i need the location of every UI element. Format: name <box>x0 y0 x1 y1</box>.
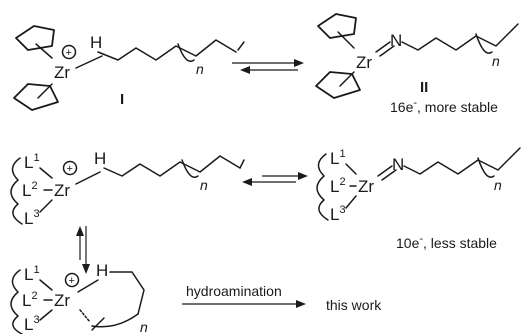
zirconium-atom-four: Zr <box>358 177 374 196</box>
coordinated-alkene-five <box>91 313 139 328</box>
ligand-atom-l3-four: L3 <box>330 204 346 224</box>
coordinated-alkene-double-five <box>91 317 105 331</box>
zirconium-atom-three: Zr <box>54 181 70 200</box>
zr-n-bond <box>75 55 103 69</box>
cp-zr-bond-top-two <box>337 31 355 49</box>
terminal-alkene-one <box>237 41 245 51</box>
ligand-atom-l2-four: L2 <box>330 176 346 196</box>
compound-four: L1 L2 L3 Zr N n 10e-, less stable <box>316 147 521 251</box>
l3-zr-bond <box>39 199 53 213</box>
chain-index-five: n <box>140 319 148 334</box>
zirconium-atom: Zr <box>54 63 70 82</box>
positive-charge-sign-three: + <box>67 163 73 175</box>
positive-charge-sign-five: + <box>69 275 75 287</box>
ligand-atom-l3-five: L3 <box>24 314 40 334</box>
cyclopentadienyl-ring-bottom <box>13 83 59 111</box>
zirconium-atom-two: Zr <box>356 53 372 72</box>
ligand-backbone-five <box>10 269 23 334</box>
cyclopentadienyl-ring-top-two <box>317 13 357 39</box>
zr-n-bond-three <box>75 171 101 185</box>
zr-n-bond-five <box>77 279 99 293</box>
chain-bracket-four <box>477 157 495 178</box>
terminal-alkene-four <box>513 147 521 155</box>
compound-two: Zr N n II 16e-, more stable <box>315 13 519 115</box>
chain-bracket-three <box>181 159 199 178</box>
l1-zr-bond-four <box>345 163 357 175</box>
stability-note-four: 10e-, less stable <box>396 233 497 251</box>
amine-h-atom-three: H <box>94 149 106 168</box>
positive-charge-symbol <box>61 44 77 60</box>
equilibrium-arrows-top <box>232 59 304 74</box>
alkenyl-chain-two <box>401 29 513 51</box>
l1-zr-bond <box>39 167 53 179</box>
ligand-atom-l2: L2 <box>22 180 38 200</box>
ligand-atom-l3: L3 <box>24 208 40 228</box>
chain-bracket-one <box>177 43 195 62</box>
ligand-atom-l1-four: L1 <box>330 148 346 168</box>
chain-index-two: n <box>492 53 500 69</box>
ligand-atom-l1-five: L1 <box>24 264 40 284</box>
cp-zr-bond-top <box>35 43 53 59</box>
ligand-atom-l1: L1 <box>24 152 40 172</box>
imido-n-atom-four: N <box>392 155 404 174</box>
ligand-backbone-four <box>316 153 329 221</box>
l3-zr-bond-five <box>39 309 53 321</box>
cyclopentadienyl-ring-bottom-two <box>315 71 361 99</box>
hydroamination-step: hydroamination this work <box>182 283 382 313</box>
forward-arrowhead-middle <box>298 172 308 180</box>
compound-label-one: I <box>120 91 124 108</box>
stability-note-two: 16e-, more stable <box>390 97 498 115</box>
positive-charge-symbol-three <box>62 160 78 176</box>
zr-alkene-dashed-interaction <box>79 309 91 323</box>
cyclopentadienyl-ring-top <box>15 25 55 51</box>
compound-three: L1 L2 L3 Zr + H n <box>10 149 245 228</box>
product-text: this work <box>326 297 382 313</box>
amine-h-atom: H <box>90 33 102 52</box>
imido-n-atom: N <box>390 31 402 50</box>
amine-h-atom-five: H <box>96 261 108 280</box>
forward-arrowhead-top <box>294 59 304 67</box>
zr-n-double-bond-b <box>379 45 395 57</box>
l1-zr-bond-five <box>39 279 53 291</box>
alkenyl-chain-five <box>109 271 145 315</box>
zr-n-double-bond-b-four <box>381 169 397 181</box>
chain-bracket-two <box>475 33 493 54</box>
alkenyl-chain-one <box>97 39 237 61</box>
up-arrowhead-vertical <box>76 226 84 236</box>
chain-index-three: n <box>200 177 208 193</box>
positive-charge-symbol-five <box>64 272 80 288</box>
compound-one: Zr + H n I <box>13 25 245 111</box>
l3-zr-bond-four <box>345 195 357 209</box>
reaction-label: hydroamination <box>186 283 282 299</box>
ligand-atom-l2-five: L2 <box>22 290 38 310</box>
alkenyl-chain-four <box>403 153 515 175</box>
zr-n-double-bond-a <box>375 41 391 53</box>
ligand-backbone-three <box>10 157 23 225</box>
reverse-arrowhead-top <box>240 66 250 74</box>
terminal-alkene-two <box>511 23 519 31</box>
chain-index-four: n <box>494 177 502 193</box>
cp-zr-bond-bottom-two <box>339 71 355 87</box>
alkenyl-chain-three <box>103 155 241 177</box>
equilibrium-arrows-vertical <box>76 226 90 274</box>
reverse-arrowhead-middle <box>242 178 252 186</box>
compound-label-two: II <box>420 79 428 96</box>
chain-index-one: n <box>196 61 204 77</box>
zirconium-atom-five: Zr <box>54 291 70 310</box>
reaction-arrowhead <box>296 300 306 308</box>
terminal-alkene-three <box>239 159 245 169</box>
compound-five: L1 L2 L3 Zr + H n <box>10 261 148 334</box>
positive-charge-sign: + <box>66 47 72 59</box>
cp-zr-bond-bottom <box>37 83 53 99</box>
zr-n-double-bond-a-four <box>377 165 393 177</box>
equilibrium-arrows-middle <box>242 172 308 186</box>
down-arrowhead-vertical <box>82 264 90 274</box>
